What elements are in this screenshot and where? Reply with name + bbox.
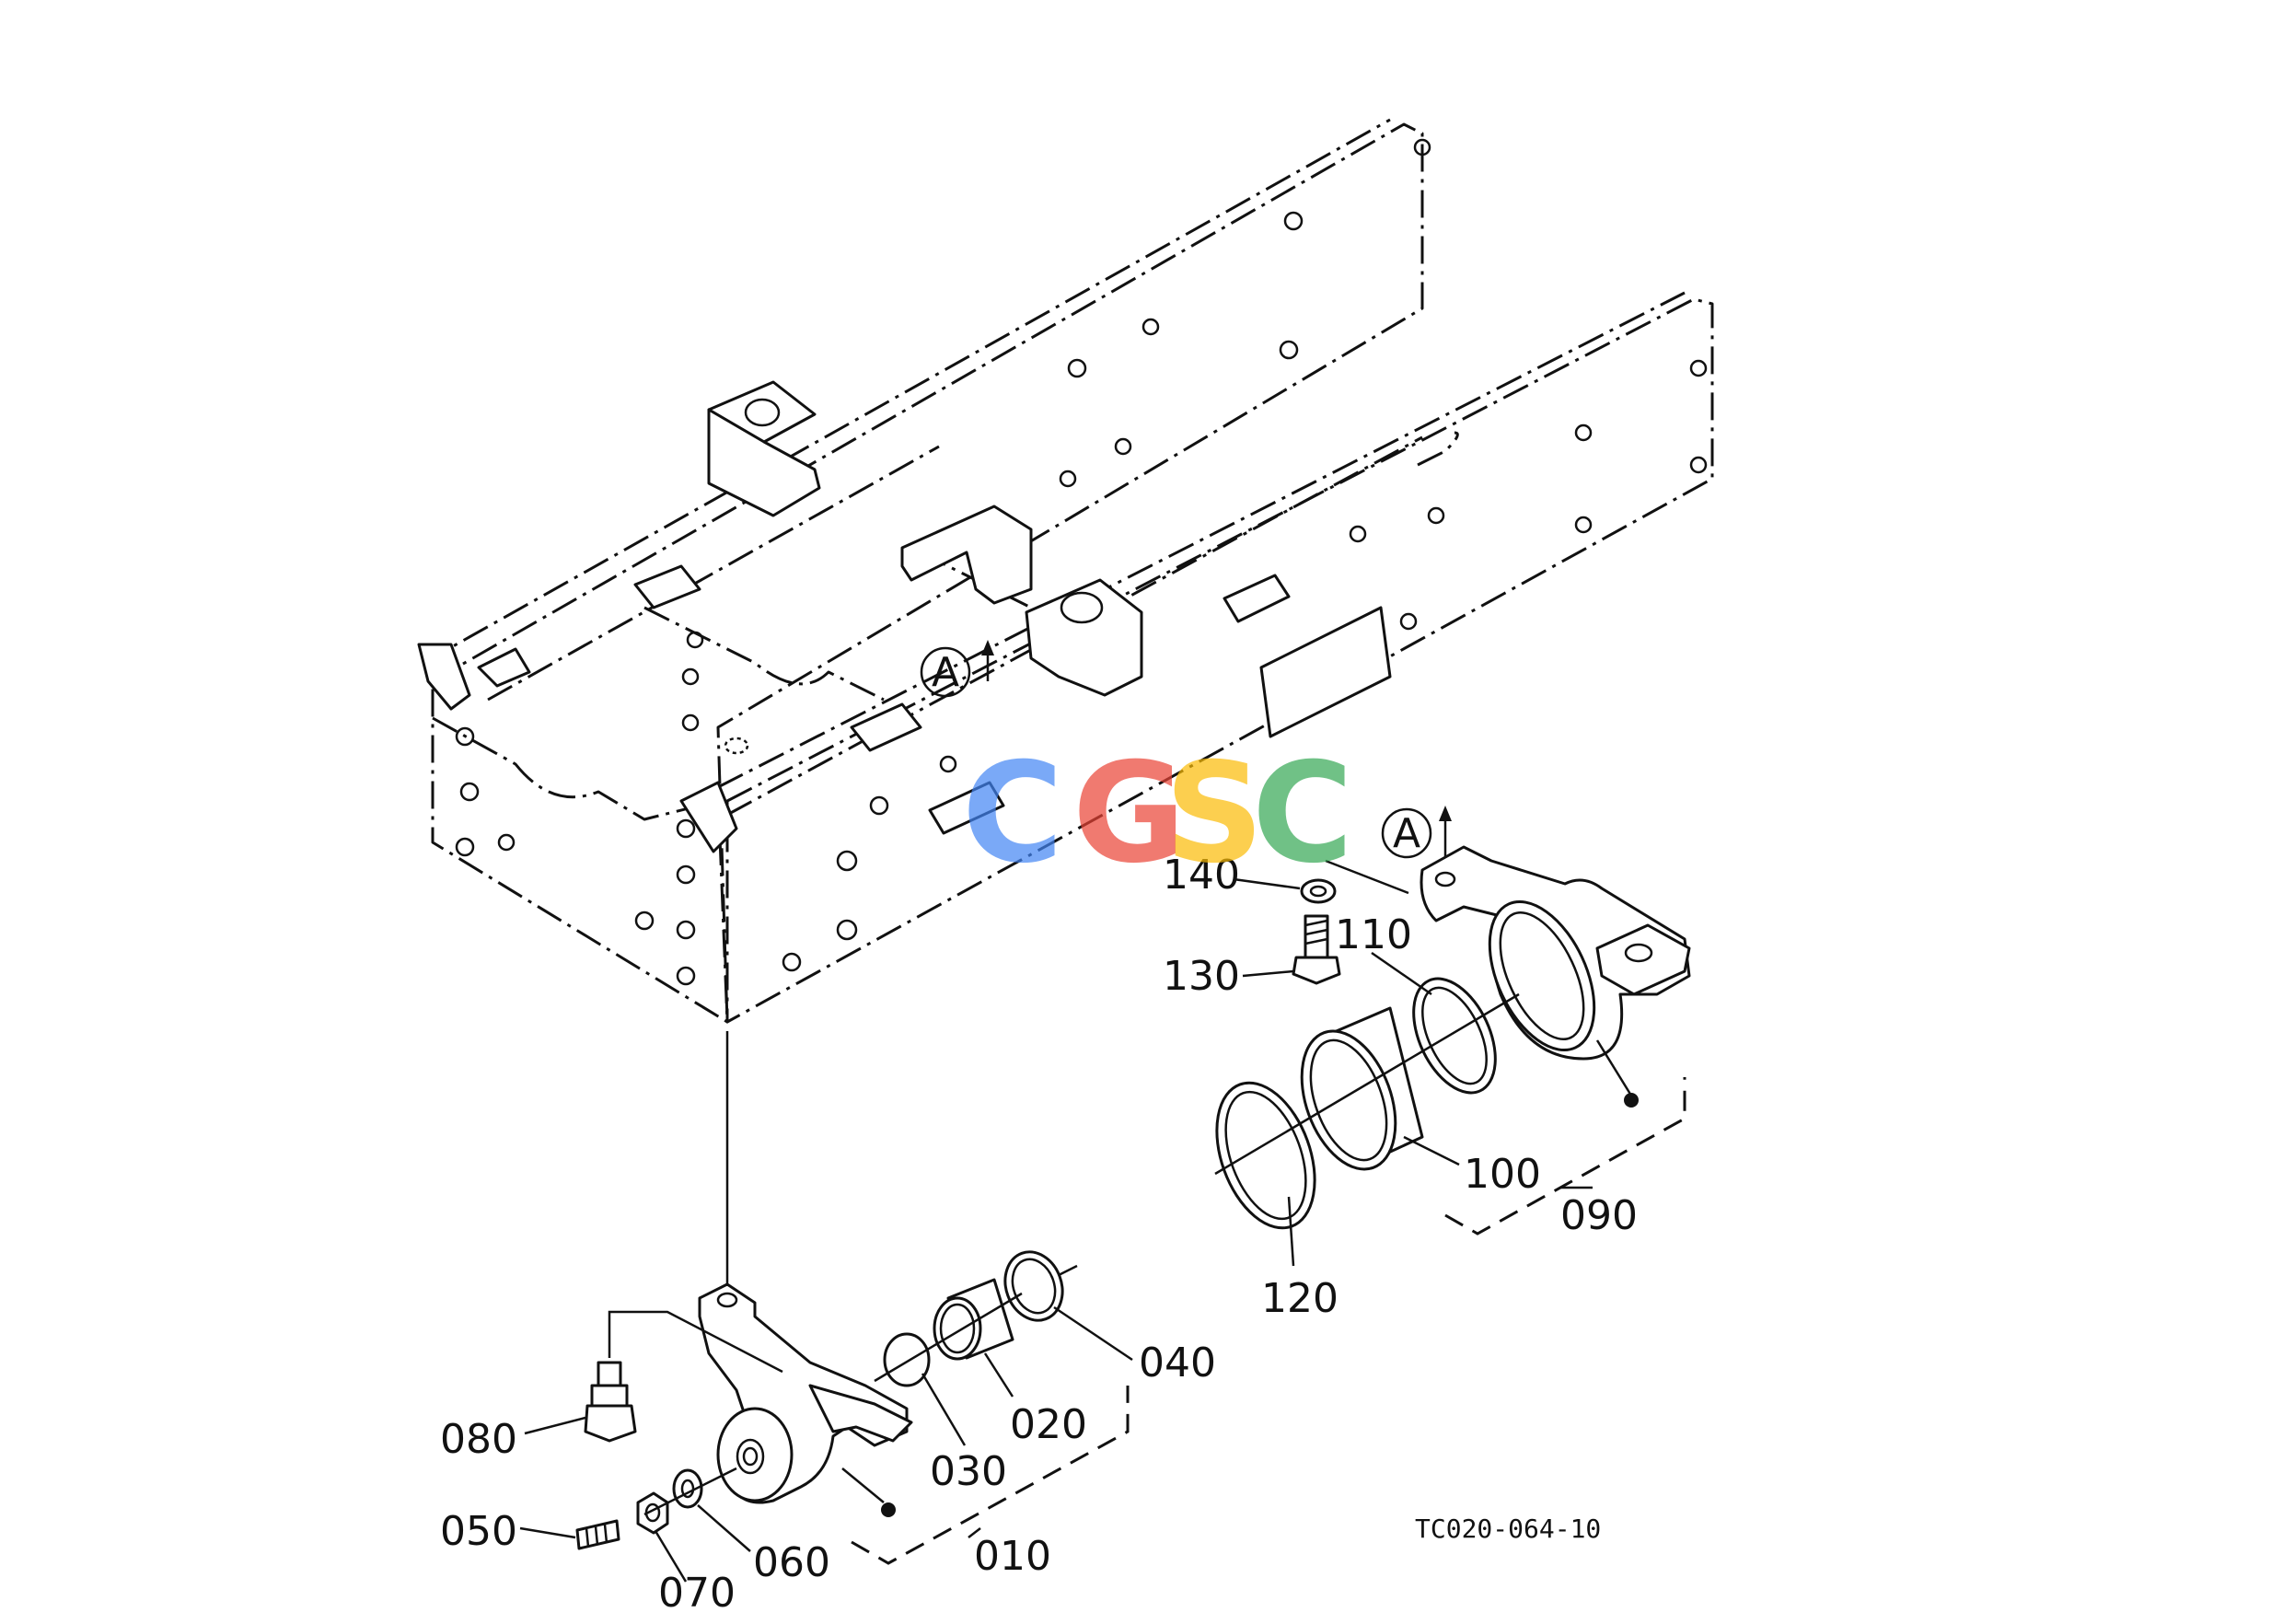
part-060-washer [672, 1468, 703, 1509]
watermark-letter-2: G [1072, 734, 1186, 894]
callout-120: 120 [1261, 1275, 1339, 1322]
callout-080: 080 [440, 1416, 517, 1463]
callout-labels: 140 130 110 100 090 120 040 020 030 010 … [440, 852, 1638, 1617]
bushing-axis-line [874, 1292, 1023, 1383]
small-axis-line [1058, 1264, 1078, 1277]
callout-020: 020 [1010, 1401, 1087, 1448]
part-140-washer [1300, 878, 1337, 904]
part-100-bushing [1300, 1006, 1424, 1171]
part-110-seal [1412, 977, 1497, 1095]
bracket-assembly-010 [698, 1282, 913, 1517]
callout-030: 030 [930, 1448, 1007, 1495]
part-020-bushing [933, 1278, 1014, 1361]
drawing-code: TC020-064-10 [1415, 1514, 1601, 1544]
part-130-bolt [1292, 914, 1341, 985]
tractor-frame [417, 118, 1714, 1024]
callout-090: 090 [1560, 1192, 1638, 1239]
part-050-bolt [575, 1519, 620, 1550]
watermark-letter-4: C [1252, 734, 1353, 894]
callout-060: 060 [753, 1539, 830, 1586]
callout-040: 040 [1139, 1340, 1216, 1386]
bracket-assembly-090 [1325, 845, 1691, 1108]
group-bracket-090 [1444, 1077, 1686, 1235]
callout-050: 050 [440, 1508, 517, 1555]
view-marker-label: A [932, 649, 959, 696]
part-030-seal [883, 1332, 931, 1387]
watermark-letter-3: S [1165, 734, 1264, 894]
bracket-axis-line [1214, 992, 1520, 1176]
callout-130: 130 [1163, 953, 1240, 1000]
callout-010: 010 [974, 1533, 1051, 1580]
callout-140: 140 [1163, 852, 1240, 899]
part-070-nut [636, 1491, 669, 1535]
watermark: C G S C [962, 734, 1353, 894]
fitting-lead-line [608, 1310, 783, 1374]
bolt-axis-line [643, 1467, 737, 1516]
watermark-letter-1: C [962, 734, 1063, 894]
callout-110: 110 [1335, 911, 1412, 958]
part-080-grease-fitting [584, 1361, 637, 1443]
callout-100: 100 [1464, 1151, 1541, 1198]
view-marker-label: A [1393, 810, 1420, 857]
leader-lines [519, 877, 1593, 1583]
view-marker-a-frame: A [920, 640, 994, 698]
view-marker-a-bracket: A [1381, 806, 1452, 861]
callout-070: 070 [658, 1570, 736, 1617]
part-040-ring [1003, 1250, 1064, 1322]
